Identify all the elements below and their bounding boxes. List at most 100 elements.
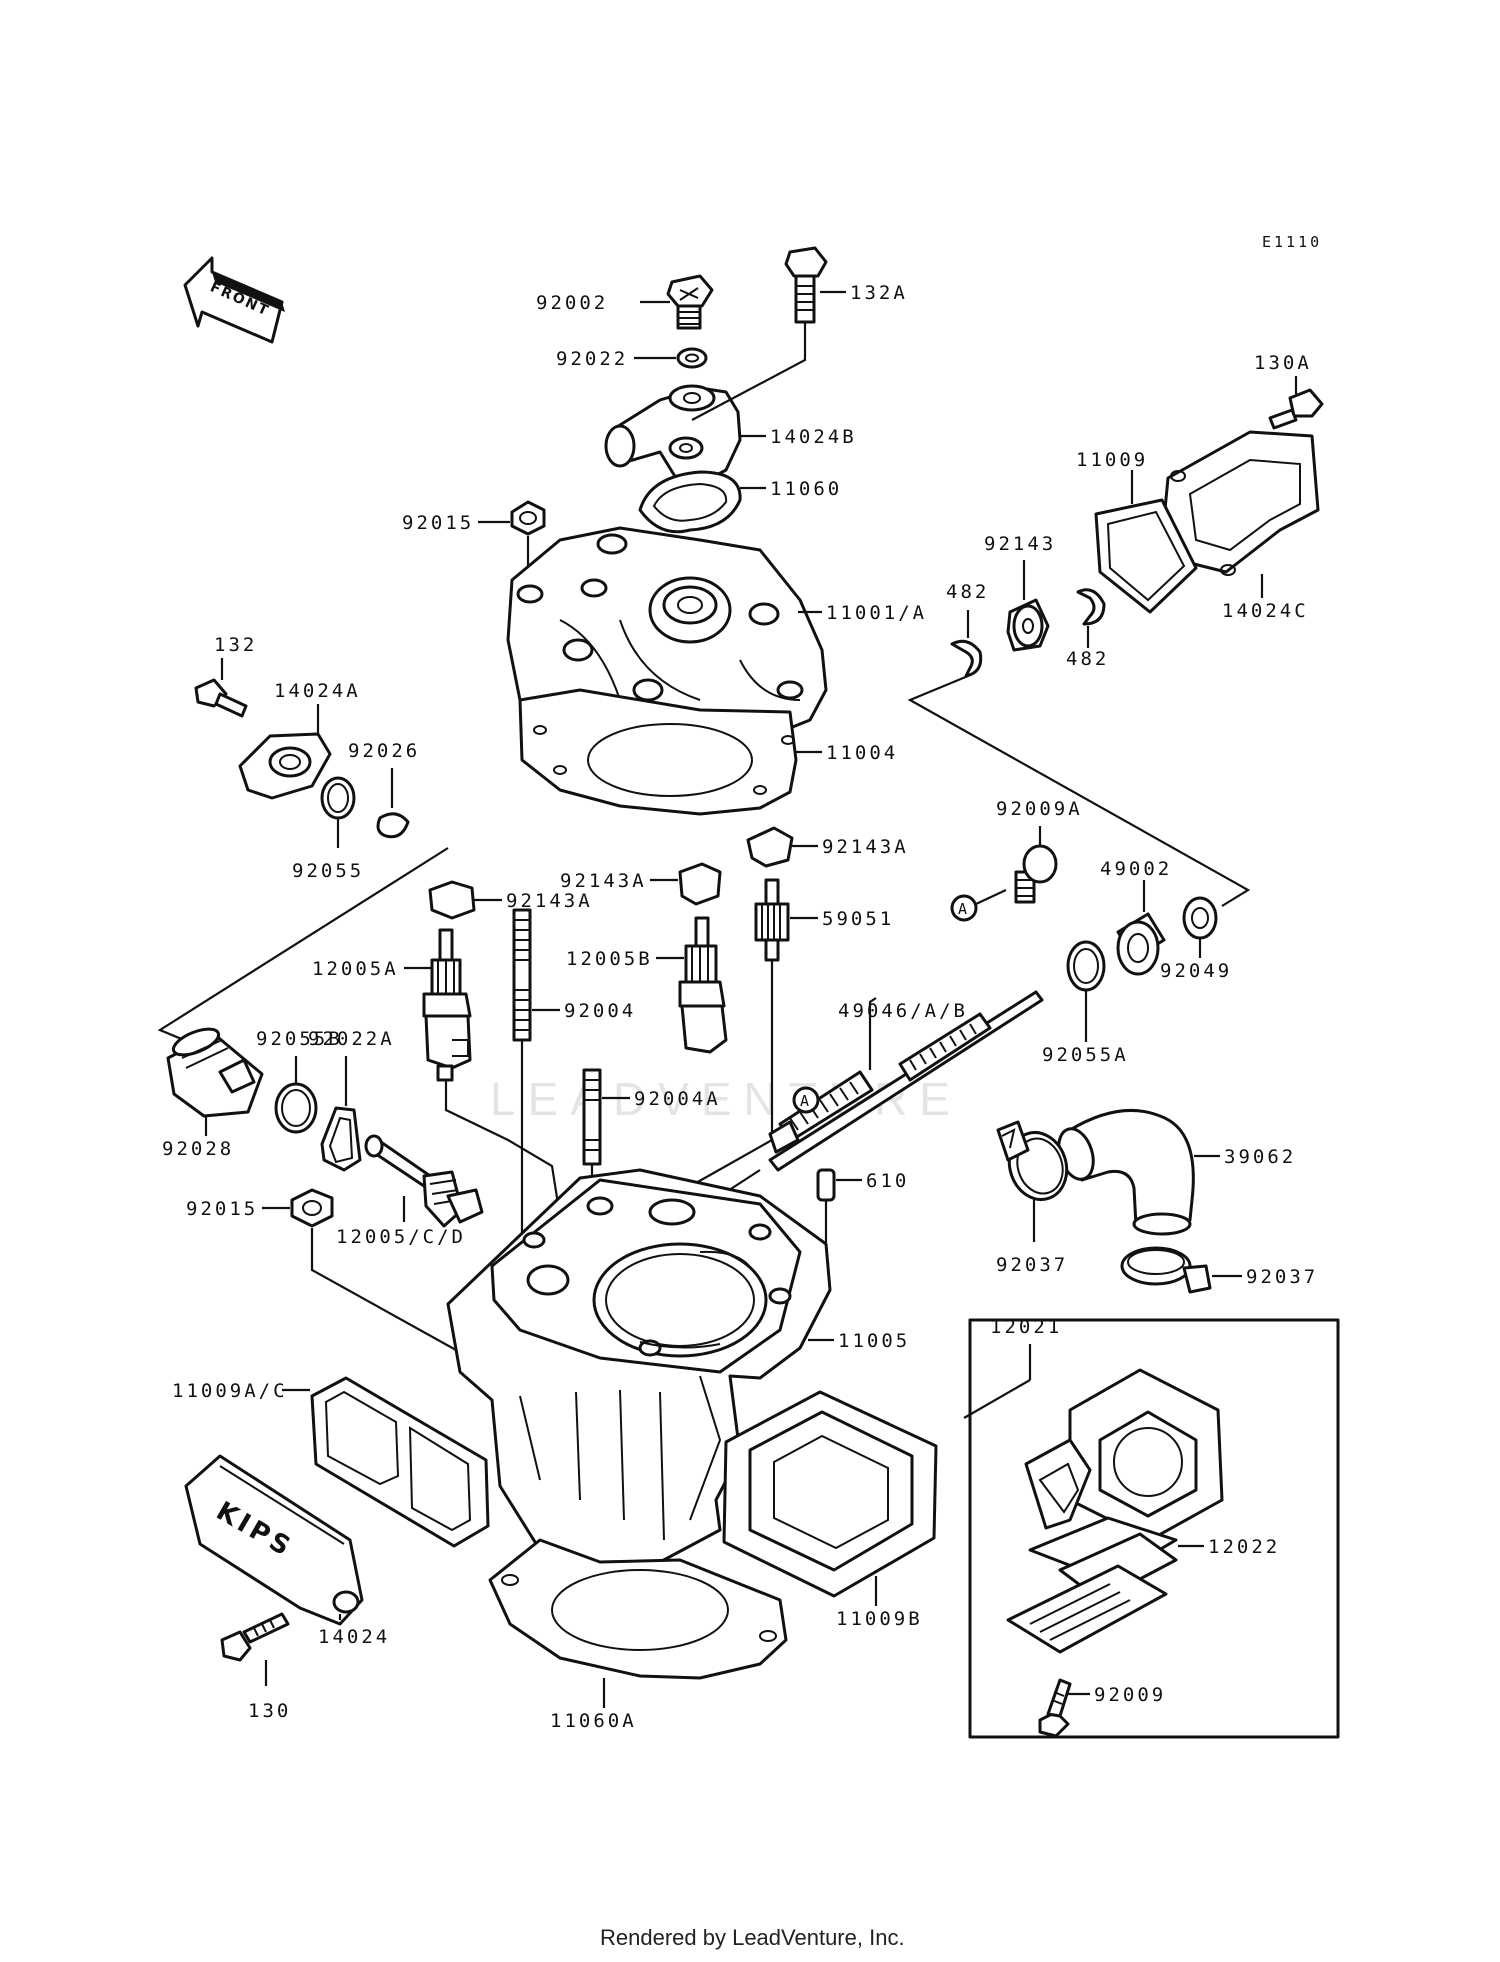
label-92004a: 92004A: [634, 1088, 721, 1110]
reed-block-12021: [1024, 1368, 1224, 1542]
base-gasket-11060a: [488, 1538, 788, 1680]
cap-92009a: [1014, 844, 1058, 904]
front-direction-arrow: FRONT: [183, 256, 285, 344]
label-92143a-mid: 92143A: [560, 870, 647, 892]
bolt-130: [220, 1612, 290, 1662]
circlip-482-right: [1076, 588, 1106, 626]
label-92055: 92055: [292, 860, 364, 882]
label-11004: 11004: [826, 742, 898, 764]
label-49002: 49002: [1100, 858, 1172, 880]
label-92002: 92002: [536, 292, 608, 314]
label-132a: 132A: [850, 282, 908, 304]
label-92143: 92143: [984, 533, 1056, 555]
label-11009: 11009: [1076, 449, 1148, 471]
clamp-92037-left: [996, 1120, 1069, 1201]
gear-59051: [754, 878, 790, 962]
label-92009: 92009: [1094, 1684, 1166, 1706]
label-11060: 11060: [770, 478, 842, 500]
label-11009b: 11009B: [836, 1608, 923, 1630]
label-132: 132: [214, 634, 257, 656]
gasket-11009ac: [310, 1376, 490, 1548]
circlip-482-left: [950, 639, 983, 678]
label-92055a: 92055A: [1042, 1044, 1129, 1066]
label-92026: 92026: [348, 740, 420, 762]
label-14024: 14024: [318, 1626, 390, 1648]
cover-14024a: [238, 732, 332, 800]
valve-92028: [166, 1027, 264, 1118]
head-gasket-11004: [518, 688, 798, 816]
label-12021: 12021: [990, 1316, 1062, 1338]
nut-92015-low: [290, 1188, 334, 1228]
clamp-92037-right: [1120, 1246, 1212, 1294]
stud-92004a: [582, 1068, 602, 1166]
stud-92004: [512, 908, 532, 1042]
bolt-130a: [1268, 388, 1324, 430]
label-14024b: 14024B: [770, 426, 857, 448]
ref-marker-a-cap: [950, 894, 978, 922]
hose-39062: [1057, 1109, 1195, 1236]
collar-92026: [376, 812, 410, 839]
rod-49046: [768, 990, 1044, 1172]
label-92009a: 92009A: [996, 798, 1083, 820]
label-482-right: 482: [1066, 648, 1109, 670]
label-14024a: 14024A: [274, 680, 361, 702]
label-130: 130: [248, 1700, 291, 1722]
collar-92143a-left: [428, 880, 476, 920]
ref-marker-a-rod: [792, 1086, 820, 1114]
label-482-left: 482: [946, 581, 989, 603]
diagram-code: E1110: [1262, 233, 1322, 251]
nut-92015-top: [510, 500, 546, 536]
label-12005cd: 12005/C/D: [336, 1226, 466, 1248]
label-12005a: 12005A: [312, 958, 399, 980]
shaft-12005cd: [364, 1134, 484, 1228]
shaft-12005a: [422, 928, 472, 1082]
gasket-11060: [638, 470, 742, 534]
cylinder-11005: [446, 1168, 832, 1582]
reed-stopper: [1006, 1564, 1168, 1654]
label-92037-right: 92037: [1246, 1266, 1318, 1288]
label-92015-top: 92015: [402, 512, 474, 534]
kips-cover-14024: KIPS: [184, 1454, 364, 1626]
label-130a: 130A: [1254, 352, 1312, 374]
label-12005b: 12005B: [566, 948, 653, 970]
label-92015-low: 92015: [186, 1198, 258, 1220]
bolt-132a: [784, 246, 828, 324]
gasket-11009b: [722, 1390, 938, 1598]
watermark: LEADVENTURE: [490, 1073, 962, 1125]
collar-92143: [1006, 598, 1050, 652]
bolt-92002: [666, 274, 714, 330]
label-11005: 11005: [838, 1330, 910, 1352]
gasket-11009: [1094, 498, 1198, 614]
bolt-132: [194, 678, 248, 718]
screw-92009: [1038, 1678, 1072, 1738]
label-92049: 92049: [1160, 960, 1232, 982]
label-92143a-right: 92143A: [822, 836, 909, 858]
reed-valve-assembly-box: [968, 1318, 1340, 1739]
label-14024c: 14024C: [1222, 600, 1309, 622]
label-92055b: 92055B: [256, 1028, 343, 1050]
holder-49002: [1116, 912, 1166, 976]
washer-92022: [676, 347, 708, 369]
label-12022: 12022: [1208, 1536, 1280, 1558]
label-92022a: 92022A: [308, 1028, 395, 1050]
dowel-pin-610: [816, 1168, 836, 1202]
footer-credit: Rendered by LeadVenture, Inc.: [600, 1925, 905, 1950]
label-39062: 39062: [1224, 1146, 1296, 1168]
label-610: 610: [866, 1170, 909, 1192]
ref-marker-a-cap-text: A: [958, 900, 967, 918]
ref-marker-a-rod-text: A: [800, 1092, 809, 1110]
label-92143a-left: 92143A: [506, 890, 593, 912]
seal-92049: [1182, 896, 1218, 940]
label-59051: 59051: [822, 908, 894, 930]
label-92022: 92022: [556, 348, 628, 370]
shaft-12005b: [678, 916, 728, 1054]
label-11060a: 11060A: [550, 1710, 637, 1732]
label-92037-left: 92037: [996, 1254, 1068, 1276]
label-11001a: 11001/A: [826, 602, 927, 624]
thermostat-cover-14024b: [604, 384, 742, 486]
label-92028: 92028: [162, 1138, 234, 1160]
label-49046: 49046/A/B: [838, 1000, 968, 1022]
collar-92143a-mid: [678, 862, 722, 906]
